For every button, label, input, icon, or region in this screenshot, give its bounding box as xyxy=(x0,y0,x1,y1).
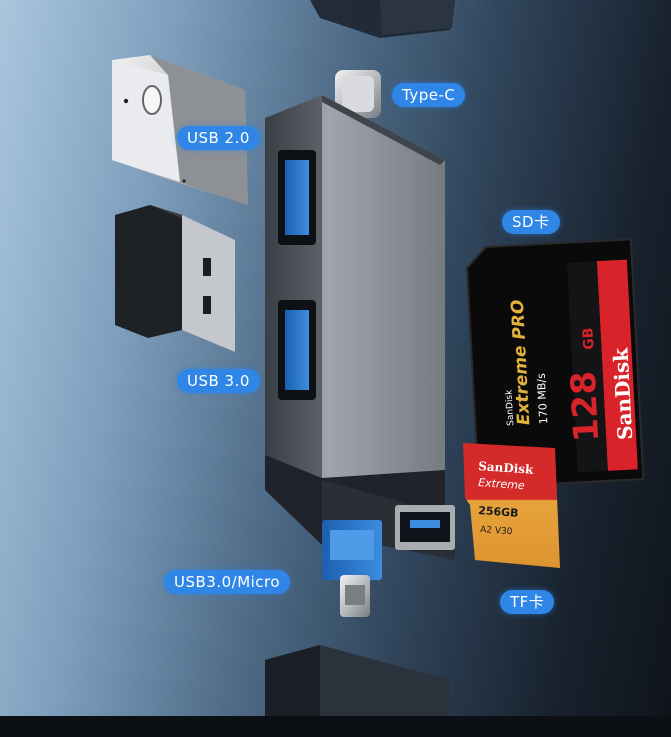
sd-brand: SanDisk xyxy=(608,346,637,440)
type-c-plug xyxy=(335,70,381,118)
tf-marks: A2 V30 xyxy=(480,525,513,537)
top-cap-block xyxy=(310,0,455,38)
bottom-bar xyxy=(0,716,671,737)
usb3-micro-label: USB3.0/Micro xyxy=(164,570,291,594)
tf-label: TF卡 xyxy=(500,590,555,614)
sd-unit: GB xyxy=(580,327,597,350)
sd-label: SD卡 xyxy=(502,210,560,234)
sd-speed: 170 MB/s xyxy=(535,373,551,425)
sd-capacity: 128 xyxy=(564,370,608,443)
tf-capacity: 256GB xyxy=(478,504,519,520)
usb3-label: USB 3.0 xyxy=(177,369,260,393)
tf-card: SanDisk Extreme 256GB A2 V30 xyxy=(463,443,560,568)
usb3-plug xyxy=(115,205,235,352)
usb2-label: USB 2.0 xyxy=(177,126,260,150)
sd-brand-small: SanDisk xyxy=(504,389,516,427)
type-c-label: Type-C xyxy=(392,83,466,107)
sd-card: SanDisk Extreme PRO 170 MB/s 128 GB SanD… xyxy=(466,238,645,489)
tf-line-name: Extreme xyxy=(478,476,526,492)
bottom-cap-block xyxy=(265,645,450,716)
hub-body xyxy=(265,95,445,545)
tf-brand: SanDisk xyxy=(478,459,535,477)
usb3-micro-plug xyxy=(322,480,455,617)
